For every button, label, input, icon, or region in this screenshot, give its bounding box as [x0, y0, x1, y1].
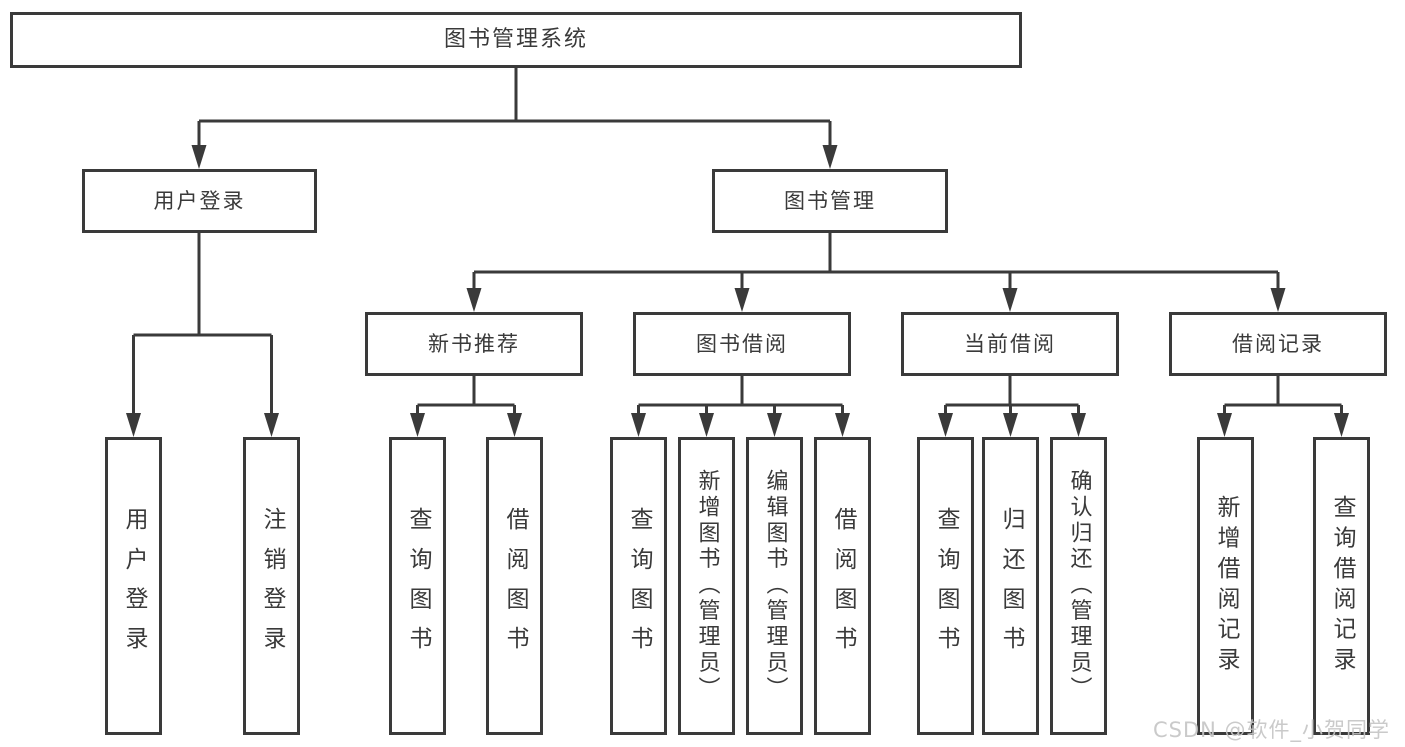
node-current-borrowing: 当前借阅	[901, 312, 1119, 376]
node-library-management-system: 图书管理系统	[10, 12, 1022, 68]
node-query-books-borrowing: 查询图书	[610, 437, 667, 735]
node-borrow-books-borrowing: 借阅图书	[814, 437, 871, 735]
node-add-books-admin: 新增图书（管理员）	[678, 437, 735, 735]
node-label: 查询借阅记录	[1329, 494, 1355, 678]
node-query-books-current: 查询图书	[917, 437, 974, 735]
node-return-books: 归还图书	[982, 437, 1039, 735]
node-logout: 注销登录	[243, 437, 300, 735]
node-query-borrow-record: 查询借阅记录	[1313, 437, 1370, 735]
node-new-book-recommendation: 新书推荐	[365, 312, 583, 376]
node-label: 新增图书（管理员）	[694, 469, 720, 703]
node-label: 归还图书	[998, 506, 1024, 666]
node-edit-books-admin: 编辑图书（管理员）	[746, 437, 803, 735]
node-label: 查询图书	[626, 506, 652, 666]
csdn-watermark: CSDN @软件_小贺同学	[1153, 718, 1391, 742]
node-label: 确认归还（管理员）	[1066, 469, 1092, 703]
node-label: 借阅图书	[502, 506, 528, 666]
node-label: 注销登录	[259, 506, 285, 666]
node-label: 编辑图书（管理员）	[762, 469, 788, 703]
node-query-books-recommend: 查询图书	[389, 437, 446, 735]
node-borrow-books-recommend: 借阅图书	[486, 437, 543, 735]
node-label: 查询图书	[933, 506, 959, 666]
node-book-management: 图书管理	[712, 169, 948, 233]
node-confirm-return-admin: 确认归还（管理员）	[1050, 437, 1107, 735]
node-label: 借阅图书	[830, 506, 856, 666]
node-borrowing-records: 借阅记录	[1169, 312, 1387, 376]
node-label: 用户登录	[121, 506, 147, 666]
node-add-borrow-record: 新增借阅记录	[1197, 437, 1254, 735]
node-label: 新增借阅记录	[1213, 494, 1239, 678]
node-user-login: 用户登录	[82, 169, 317, 233]
node-user-login-leaf: 用户登录	[105, 437, 162, 735]
node-book-borrowing: 图书借阅	[633, 312, 851, 376]
node-label: 查询图书	[405, 506, 431, 666]
